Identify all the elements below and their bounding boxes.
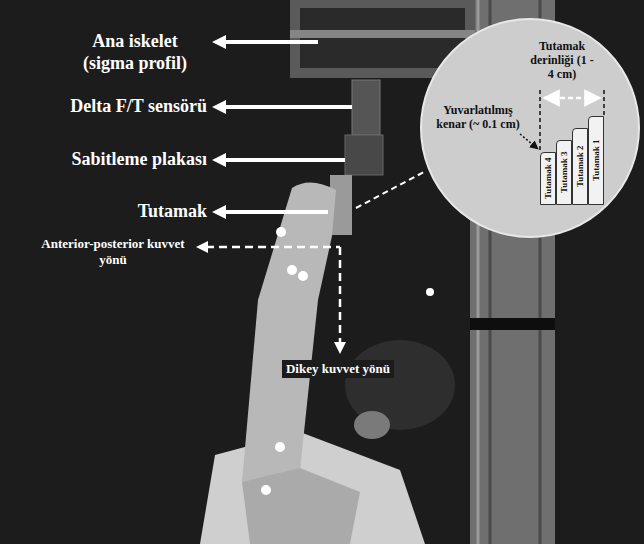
- part-label: Sabitleme plakası: [20, 149, 207, 171]
- marker-dot: [276, 227, 286, 237]
- arrow-head: [212, 35, 226, 49]
- inset-pointer: [356, 172, 424, 208]
- marker-dot: [275, 442, 285, 452]
- part-label: Dikey kuvvet yönü: [282, 360, 394, 378]
- detail-inset: Tutamak derinliği (1 - 4 cm)Yuvarlatılmı…: [420, 18, 640, 238]
- inset-label: Yuvarlatılmış kenar (~ 0.1 cm): [432, 104, 524, 132]
- leader-arrow: [224, 210, 328, 214]
- depth-guide: [539, 90, 541, 152]
- force-direction: [206, 246, 340, 249]
- edge-pointer: [520, 134, 538, 149]
- leader-arrow: [224, 40, 318, 44]
- marker-dot: [287, 265, 297, 275]
- force-direction: [339, 247, 342, 344]
- handle-label: Tutamak 4: [543, 158, 553, 199]
- arrow-head: [196, 241, 208, 253]
- shirt: [200, 432, 425, 544]
- arrow-head: [212, 205, 226, 219]
- part-label: Ana iskelet (sigma profil): [70, 31, 200, 74]
- part-label: Tutamak: [20, 201, 207, 223]
- marker-dot: [426, 288, 434, 296]
- part-label: Delta F/T sensörü: [20, 96, 207, 118]
- handle-card: Tutamak 4: [540, 152, 556, 205]
- forearm: [242, 182, 336, 482]
- leader-arrow: [224, 105, 352, 109]
- strap: [470, 318, 555, 330]
- depth-arrow: [544, 97, 600, 100]
- handle-label: Tutamak 1: [591, 140, 601, 181]
- arrow-head: [212, 100, 226, 114]
- handle-card: Tutamak 1: [588, 116, 604, 205]
- depth-guide: [603, 90, 605, 116]
- marker-dot: [298, 271, 308, 281]
- face: [354, 411, 390, 439]
- arrow-head: [212, 153, 226, 167]
- handle-label: Tutamak 2: [575, 146, 585, 187]
- plate: [345, 135, 383, 175]
- inset-label: Tutamak derinliği (1 - 4 cm): [530, 40, 594, 81]
- handle-card: Tutamak 2: [572, 128, 588, 205]
- upper-arm: [242, 468, 360, 544]
- leader-arrow: [224, 158, 345, 162]
- frame-bar: [290, 30, 475, 38]
- part-label: Anterior-posterior kuvvet yönü: [38, 236, 188, 267]
- sensor: [352, 80, 380, 135]
- handle-card: Tutamak 3: [556, 140, 572, 205]
- arrow-head: [334, 342, 346, 354]
- handle-label: Tutamak 3: [559, 152, 569, 193]
- marker-dot: [261, 485, 271, 495]
